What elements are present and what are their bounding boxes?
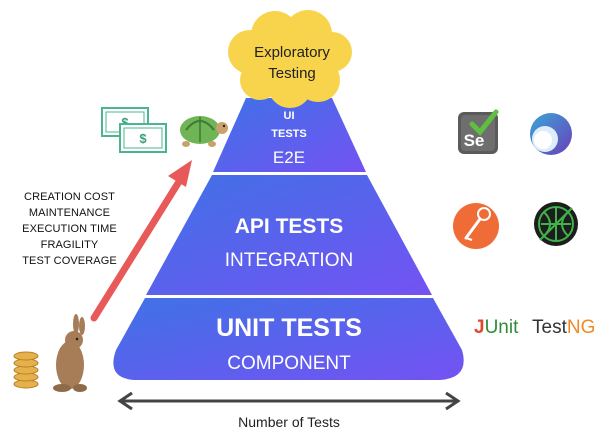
turtle-icon (180, 116, 228, 147)
selenium-text: Se (464, 131, 485, 150)
axis-label: Number of Tests (238, 414, 340, 430)
testng-logo: TestNG (532, 317, 595, 338)
rabbit-icon (53, 314, 87, 392)
cost-factor-test-coverage: TEST COVERAGE (22, 255, 117, 267)
pyramid-bottom-line1: UNIT TESTS (216, 314, 362, 342)
cloud-line1: Exploratory (254, 44, 330, 61)
junit-logo: JUnit (474, 317, 519, 338)
pyramid-top-line3: E2E (273, 148, 305, 167)
number-of-tests-axis: Number of Tests (117, 391, 461, 430)
cost-factor-creation-cost: CREATION COST (24, 191, 115, 203)
pyramid-middle-tier (146, 175, 432, 295)
junit-j: J (474, 317, 485, 338)
cost-arrow (90, 160, 192, 322)
pyramid-middle-line2: INTEGRATION (225, 250, 353, 271)
pyramid-middle-line1: API TESTS (235, 215, 344, 238)
cost-factor-execution-time: EXECUTION TIME (22, 223, 117, 235)
money-icon: $ $ (101, 107, 167, 153)
cypress-logo-icon (530, 113, 572, 155)
pyramid-bottom-line2: COMPONENT (227, 353, 351, 374)
pyramid-top-tier (213, 98, 366, 172)
coins-icon (13, 351, 39, 389)
svg-text:$: $ (139, 131, 147, 146)
katalon-logo-icon (534, 202, 578, 246)
pyramid-bottom-tier (113, 298, 464, 380)
testng-ng: NG (567, 317, 596, 338)
cost-factor-maintenance: MAINTENANCE (28, 207, 111, 219)
exploratory-cloud: Exploratory Testing (228, 10, 352, 108)
selenium-logo-icon: Se (458, 109, 499, 154)
pyramid: UI TESTS E2E API TESTS INTEGRATION UNIT … (113, 98, 464, 380)
cost-factor-fragility: FRAGILITY (40, 239, 99, 251)
cloud-line2: Testing (268, 65, 316, 82)
pyramid-top-line1: UI (284, 110, 295, 122)
junit-unit: Unit (485, 317, 520, 338)
pyramid-top-line2: TESTS (271, 128, 306, 140)
svg-text:$: $ (121, 115, 129, 130)
postman-logo-icon (453, 203, 499, 249)
testng-test: Test (532, 317, 568, 338)
